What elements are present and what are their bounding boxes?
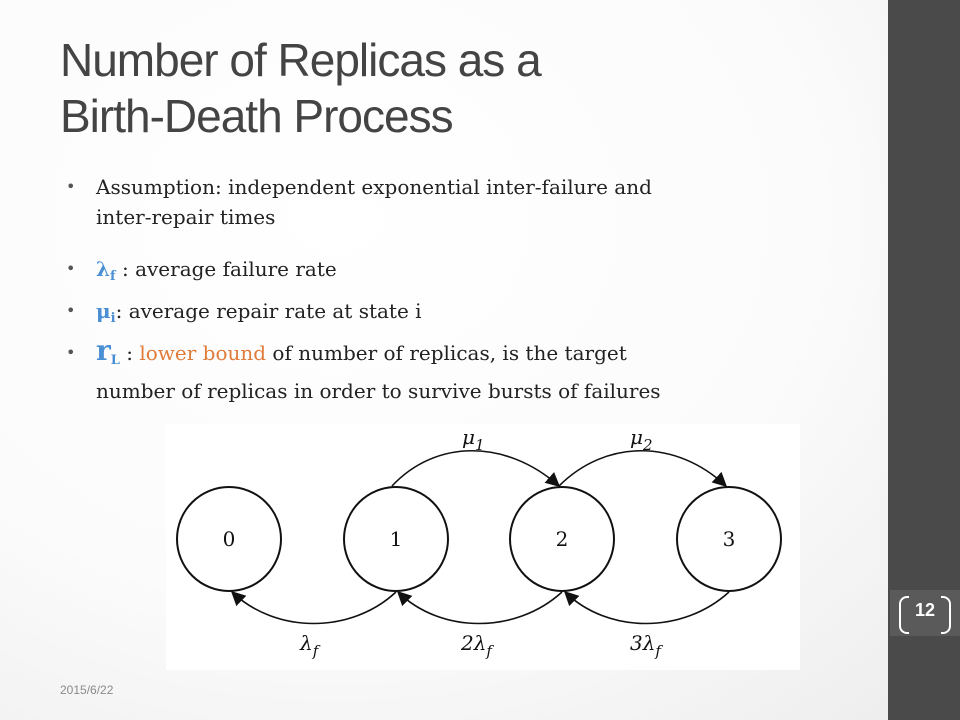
- bullet-assumption: • Assumption: independent exponential in…: [60, 172, 840, 252]
- repair-arc-2-3: [558, 450, 728, 487]
- state-2-circle: [509, 486, 615, 592]
- bullet-lower-bound: • rL : lower bound of number of replicas…: [60, 336, 840, 406]
- bullet-failure-rate: • λf : average failure rate: [60, 252, 840, 294]
- bullet-assumption-line-1: Assumption: independent exponential inte…: [96, 175, 652, 199]
- slide-date: 2015/6/22: [60, 683, 114, 697]
- mu-symbol: μi: [96, 299, 116, 326]
- right-bracket-icon: [941, 596, 951, 634]
- bullet-repair-rate: • μi: average repair rate at state i: [60, 294, 840, 336]
- failure-rate-text: : average failure rate: [115, 257, 337, 281]
- three-lambda-f-label: 3λf: [630, 631, 663, 660]
- lower-bound-line-2: number of replicas in order to survive b…: [96, 379, 661, 403]
- left-bracket-icon: [899, 596, 909, 634]
- state-3-circle: [676, 486, 782, 592]
- r-symbol: rL: [96, 334, 120, 369]
- page-number-box: 12: [890, 590, 960, 636]
- lambda-symbol: λf: [96, 257, 116, 284]
- repair-rate-text: : average repair rate at state i: [115, 299, 422, 323]
- bullet-dot: •: [66, 177, 76, 196]
- title-line-1: Number of Replicas as a: [60, 34, 542, 86]
- lambda-f-label: λf: [299, 631, 321, 660]
- page-number: 12: [914, 600, 936, 620]
- title-line-2: Birth-Death Process: [60, 90, 454, 142]
- failure-arc-2-1: [396, 590, 563, 625]
- state-3-label: 3: [723, 527, 736, 551]
- bullet-dot: •: [66, 301, 76, 320]
- bullet-dot: •: [66, 343, 76, 362]
- state-1-label: 1: [390, 527, 403, 551]
- failure-arc-1-0: [230, 591, 397, 625]
- two-lambda-f-label: 2λf: [460, 631, 494, 660]
- state-0-circle: [176, 486, 282, 592]
- birth-death-diagram: 0 1 2 3 μ1 μ2 λf 2λf 3λf: [166, 424, 800, 670]
- state-0-label: 0: [223, 527, 236, 551]
- bullet-assumption-line-2: inter-repair times: [96, 205, 276, 229]
- state-2-label: 2: [556, 527, 569, 551]
- mu-1-label: μ1: [462, 425, 485, 454]
- mu-2-label: μ2: [630, 425, 653, 454]
- slide-title: Number of Replicas as a Birth-Death Proc…: [60, 32, 860, 144]
- failure-arc-3-2: [563, 590, 730, 625]
- repair-arc-1-2: [391, 450, 561, 487]
- bullet-dot: •: [66, 259, 76, 278]
- lower-bound-highlight: lower bound: [139, 341, 267, 365]
- state-1-circle: [343, 486, 449, 592]
- bullet-list: • Assumption: independent exponential in…: [60, 172, 840, 406]
